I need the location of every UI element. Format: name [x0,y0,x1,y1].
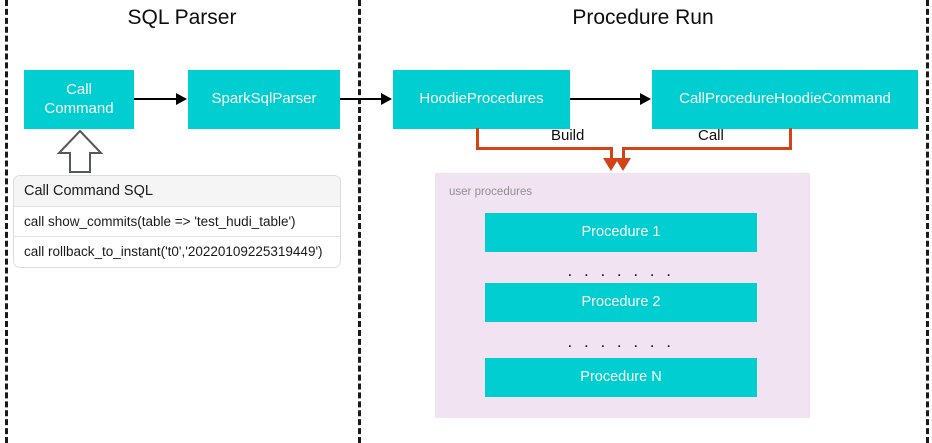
arrow-callcommand-to-sparksqlparser [134,98,176,100]
arrow-hoodieprocedures-to-callprocedurehoodiecommand [570,98,640,100]
connector-label-build: Build [551,127,585,144]
arrowhead-hoodieprocedures-to-callprocedurehoodiecommand [640,93,651,105]
connector-call-horizontal [622,147,792,150]
node-procedure-2[interactable]: Procedure 2 [485,283,757,322]
connector-label-call: Call [698,127,724,144]
procedures-ellipsis: . . . . . . . [567,261,675,280]
sql-table-header: Call Command SQL [14,176,340,207]
connector-call-drop [622,147,625,159]
connector-build-vertical [476,128,479,150]
sql-table-row: call show_commits(table => 'test_hudi_ta… [14,207,340,237]
node-procedure-1[interactable]: Procedure 1 [485,213,757,252]
node-call-procedure-hoodie-command[interactable]: CallProcedureHoodieCommand [652,70,918,129]
node-hoodie-procedures[interactable]: HoodieProcedures [393,70,570,129]
arrowhead-call [615,158,631,171]
arrowhead-callcommand-to-sparksqlparser [176,93,187,105]
node-call-command-line1: Call [66,81,92,99]
divider-right [926,0,929,443]
divider-middle [358,0,361,443]
arrowhead-sparksqlparser-to-hoodieprocedures [381,93,392,105]
user-procedures-panel-label: user procedures [449,186,533,198]
connector-call-vertical [789,128,792,150]
call-command-sql-table: Call Command SQL call show_commits(table… [13,175,341,268]
procedures-ellipsis: . . . . . . . [567,332,675,351]
sql-table-row: call rollback_to_instant('t0','202201092… [24,244,323,259]
node-call-command-line2: Command [44,99,114,117]
block-up-arrow-icon [56,129,104,179]
arrow-sparksqlparser-to-hoodieprocedures [340,98,382,100]
section-title-procedure-run: Procedure Run [572,6,714,29]
node-spark-sql-parser[interactable]: SparkSqlParser [188,70,340,129]
connector-build-drop [610,147,613,159]
section-title-sql-parser: SQL Parser [127,6,237,29]
node-call-command[interactable]: Call Command [24,70,134,129]
connector-build-horizontal [476,147,613,150]
node-procedure-n[interactable]: Procedure N [485,358,757,397]
divider-left [5,0,8,443]
